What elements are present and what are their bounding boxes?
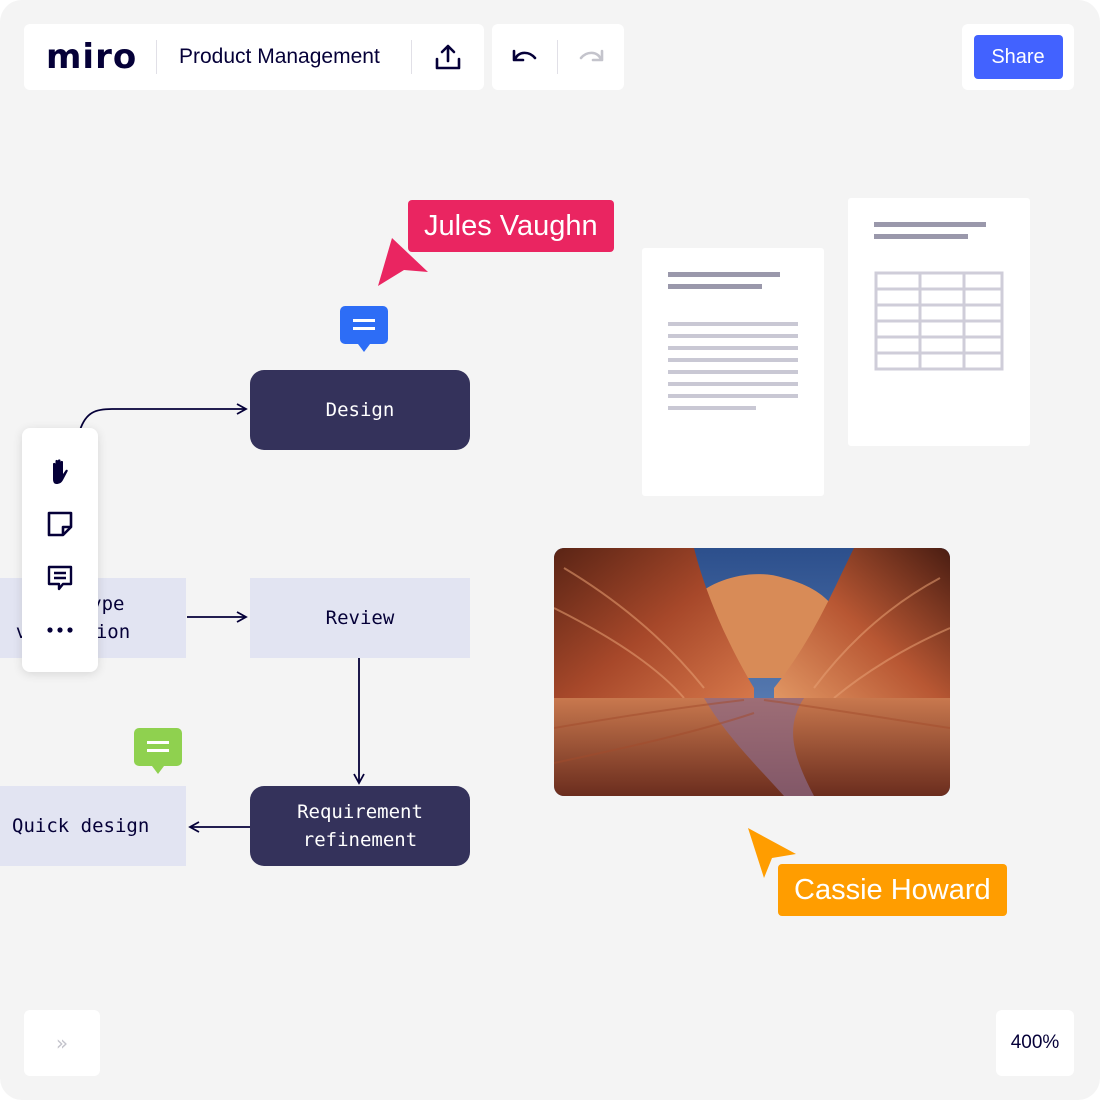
comment-tool-button[interactable] [22, 558, 98, 598]
more-tools-button[interactable] [22, 610, 98, 650]
board-title[interactable]: Product Management [179, 45, 380, 68]
hand-icon [53, 459, 68, 484]
node-requirement-refinement[interactable]: Requirement refinement [250, 786, 470, 866]
miro-logo[interactable]: miro [46, 37, 138, 77]
export-button[interactable] [412, 24, 484, 90]
canyon-image [554, 548, 950, 796]
node-quick-design[interactable]: Quick design [0, 786, 186, 866]
divider [156, 40, 157, 74]
undo-icon [512, 49, 536, 62]
history-bar [492, 24, 624, 90]
divider [411, 40, 412, 74]
comment-bubble-green[interactable] [134, 728, 182, 774]
undo-button[interactable] [492, 24, 557, 90]
node-design[interactable]: Design [250, 370, 470, 450]
comment-bubble-blue[interactable] [340, 306, 388, 352]
hand-tool-button[interactable] [22, 452, 98, 492]
canyon-photo[interactable] [554, 548, 950, 796]
share-area: Share [962, 24, 1074, 90]
redo-button[interactable] [558, 24, 623, 90]
document-text-preview[interactable] [642, 248, 824, 496]
expand-panel-button[interactable]: » [24, 1010, 100, 1076]
comment-icon [147, 741, 169, 752]
comment-icon [353, 319, 375, 330]
cursor-arrow-orange [748, 828, 796, 878]
cursor-arrow-pink [378, 238, 428, 286]
document-table-preview[interactable] [848, 198, 1030, 446]
left-toolbar [22, 428, 98, 672]
collaborator-tag-cassie: Cassie Howard [778, 864, 1007, 916]
redo-icon [579, 49, 603, 62]
zoom-level[interactable]: 400% [996, 1010, 1074, 1076]
more-icon [47, 627, 73, 633]
collaborator-tag-jules: Jules Vaughn [408, 200, 614, 252]
comment-icon [47, 565, 73, 591]
share-button[interactable]: Share [973, 35, 1063, 79]
top-bar: miro Product Management [24, 24, 484, 90]
sticky-note-icon [47, 511, 73, 537]
sticky-note-tool-button[interactable] [22, 504, 98, 544]
node-review[interactable]: Review [250, 578, 470, 658]
divider [557, 40, 558, 74]
document-lines [668, 272, 798, 410]
connector-to-design [79, 403, 248, 431]
table-grid [874, 222, 1004, 371]
upload-icon [435, 44, 461, 70]
